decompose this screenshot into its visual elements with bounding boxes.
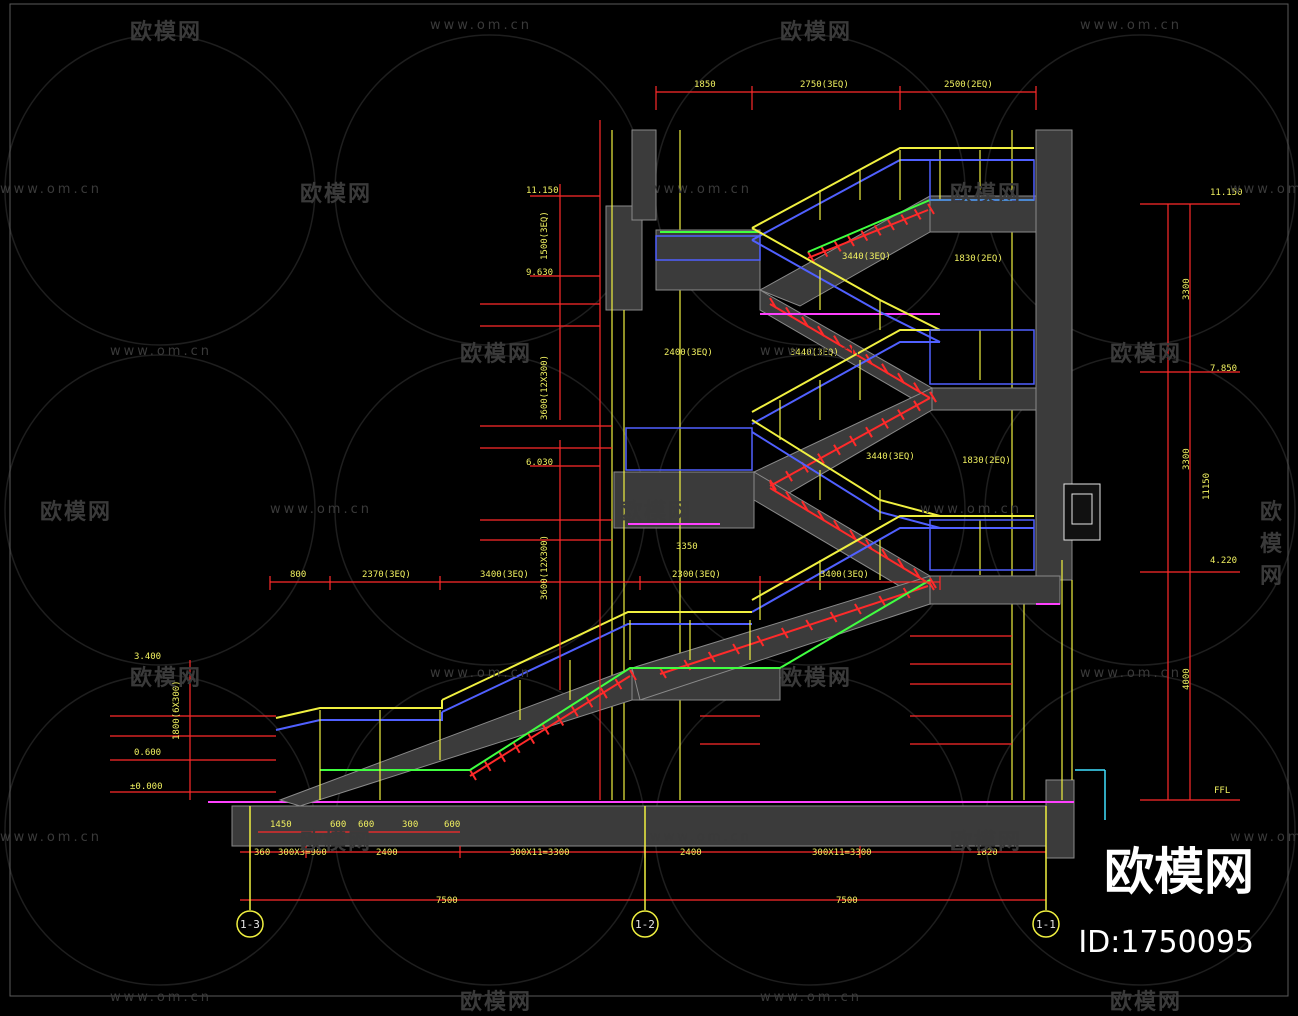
dimension-bottom-label: 360 bbox=[254, 848, 271, 858]
stair-dimension-label: 1830(2EQ) bbox=[954, 254, 1003, 264]
stair-dimension-label: 3400(3EQ) bbox=[480, 570, 529, 580]
watermark-logo: 欧模网 bbox=[1110, 990, 1183, 1015]
stair-dimension-label: 3350 bbox=[676, 542, 698, 552]
watermark-logo: 欧模网 bbox=[780, 666, 853, 691]
stair-dimension-label: 3400(3EQ) bbox=[820, 570, 869, 580]
dimension-bottom-label: 300X11=3300 bbox=[510, 848, 570, 858]
right-wall bbox=[1035, 129, 1101, 581]
grid-axes bbox=[236, 806, 1060, 938]
dimension-bottom-label: 300 bbox=[402, 820, 419, 830]
stair-dimension-label: 3440(3EQ) bbox=[790, 348, 839, 358]
dimension-bottom-label: 600 bbox=[444, 820, 461, 830]
watermark-logo: 欧模网 bbox=[40, 500, 113, 525]
watermark-url: www.om.cn bbox=[1230, 182, 1298, 197]
watermark-url: www.om.cn bbox=[650, 182, 752, 197]
watermark-url: www.om.cn bbox=[430, 18, 532, 33]
dimension-bottom-label: 300X11=3300 bbox=[812, 848, 872, 858]
stair-dimension-label: 800 bbox=[290, 570, 307, 580]
watermark-url: www.om.cn bbox=[760, 344, 862, 359]
dimension-bottom-label: 600 bbox=[358, 820, 375, 830]
watermark-url: www.om.cn bbox=[920, 502, 1022, 517]
watermark-logo: 欧模网 bbox=[300, 830, 373, 855]
dimension-bottom-label: 2400 bbox=[680, 848, 702, 858]
grid-axis-label: 1-2 bbox=[635, 918, 655, 931]
vertical-dimension-label: 3600(12X300) bbox=[540, 354, 550, 420]
watermark-logo: 欧模网 bbox=[460, 990, 533, 1015]
dimension-right-label: 3300 bbox=[1182, 448, 1192, 470]
elevation-right-label: 7.850 bbox=[1210, 364, 1238, 374]
watermark-url: www.om.cn bbox=[1080, 666, 1182, 681]
vertical-dimension-label: 1500(3EQ) bbox=[540, 211, 550, 260]
watermark-logo: 欧模网 bbox=[950, 182, 1023, 207]
watermark-url: www.om.cn bbox=[110, 990, 212, 1005]
elevation-right-label: 4.220 bbox=[1210, 556, 1238, 566]
watermark-logo: 欧模网 bbox=[1260, 500, 1285, 589]
dimension-top-label: 1850 bbox=[694, 80, 716, 90]
dimension-bottom-label: 1820 bbox=[976, 848, 998, 858]
watermark-logo: 欧模网 bbox=[130, 20, 203, 45]
stair-dimension-label: 2370(3EQ) bbox=[362, 570, 411, 580]
watermark-logo: 欧模网 bbox=[460, 342, 533, 367]
elevation-left-label: 6.030 bbox=[526, 458, 554, 468]
stair-dimension-label: 3440(3EQ) bbox=[842, 252, 891, 262]
ground-slab bbox=[208, 769, 1106, 859]
watermark-url: www.om.cn bbox=[0, 830, 102, 845]
dimension-bottom-label: 1450 bbox=[270, 820, 292, 830]
elevation-right-label: FFL bbox=[1214, 786, 1231, 796]
grid-axis-label: 1-3 bbox=[240, 918, 260, 931]
watermark-url: www.om.cn bbox=[270, 502, 372, 517]
handrails bbox=[275, 147, 1035, 800]
watermark-url: www.om.cn bbox=[1230, 830, 1298, 845]
stair-treads bbox=[469, 203, 937, 781]
dimension-right-label: 3300 bbox=[1182, 278, 1192, 300]
stair-dimension-label: 2300(3EQ) bbox=[672, 570, 721, 580]
drawing-frame bbox=[9, 3, 1289, 997]
dimension-top-label: 2750(3EQ) bbox=[800, 80, 849, 90]
watermark-logo: 欧模网 bbox=[950, 830, 1023, 855]
elevation-left-label: 11.150 bbox=[526, 186, 559, 196]
watermark-url: www.om.cn bbox=[1080, 18, 1182, 33]
elevation-left-label: 0.600 bbox=[134, 748, 162, 758]
watermark-logo: 欧模网 bbox=[130, 666, 203, 691]
dimension-right-label: 11150 bbox=[1202, 472, 1212, 500]
dimension-right-label: 4000 bbox=[1182, 668, 1192, 690]
vertical-dimension-label: 3600(12X300) bbox=[540, 534, 550, 600]
dimension-bottom-label: 2400 bbox=[376, 848, 398, 858]
brand-logo-text: 欧模网 bbox=[1104, 843, 1254, 901]
watermark-url: www.om.cn bbox=[0, 182, 102, 197]
elevation-left-label: 3.400 bbox=[134, 652, 162, 662]
stair-dimension-label: 1830(2EQ) bbox=[962, 456, 1011, 466]
stair-dimension-label: 3440(3EQ) bbox=[866, 452, 915, 462]
watermark-logo: 欧模网 bbox=[1110, 342, 1183, 367]
stair-dimension-label: 2400(3EQ) bbox=[664, 348, 713, 358]
dimension-bottom-label: 300X3=900 bbox=[278, 848, 327, 858]
watermark-url: www.om.cn bbox=[430, 666, 532, 681]
watermark-logo: 欧模网 bbox=[780, 20, 853, 45]
watermark-url: www.om.cn bbox=[760, 990, 862, 1005]
dimension-total-label: 7500 bbox=[836, 896, 858, 906]
watermark-logo: 欧模网 bbox=[300, 182, 373, 207]
watermark-logo: 欧模网 bbox=[620, 500, 693, 525]
brand-id: ID:1750095 bbox=[1078, 925, 1254, 960]
dimension-lines bbox=[110, 86, 1240, 901]
grid-axis-label: 1-1 bbox=[1036, 918, 1056, 931]
dimension-top-label: 2500(2EQ) bbox=[944, 80, 993, 90]
watermark-url: www.om.cn bbox=[110, 344, 212, 359]
dimension-bottom-label: 600 bbox=[330, 820, 347, 830]
elevation-left-label: ±0.000 bbox=[130, 782, 163, 792]
dimension-total-label: 7500 bbox=[436, 896, 458, 906]
elevation-right-label: 11.150 bbox=[1210, 188, 1243, 198]
elevation-left-label: 9.630 bbox=[526, 268, 554, 278]
watermark-url: www.om.cn bbox=[650, 830, 752, 845]
